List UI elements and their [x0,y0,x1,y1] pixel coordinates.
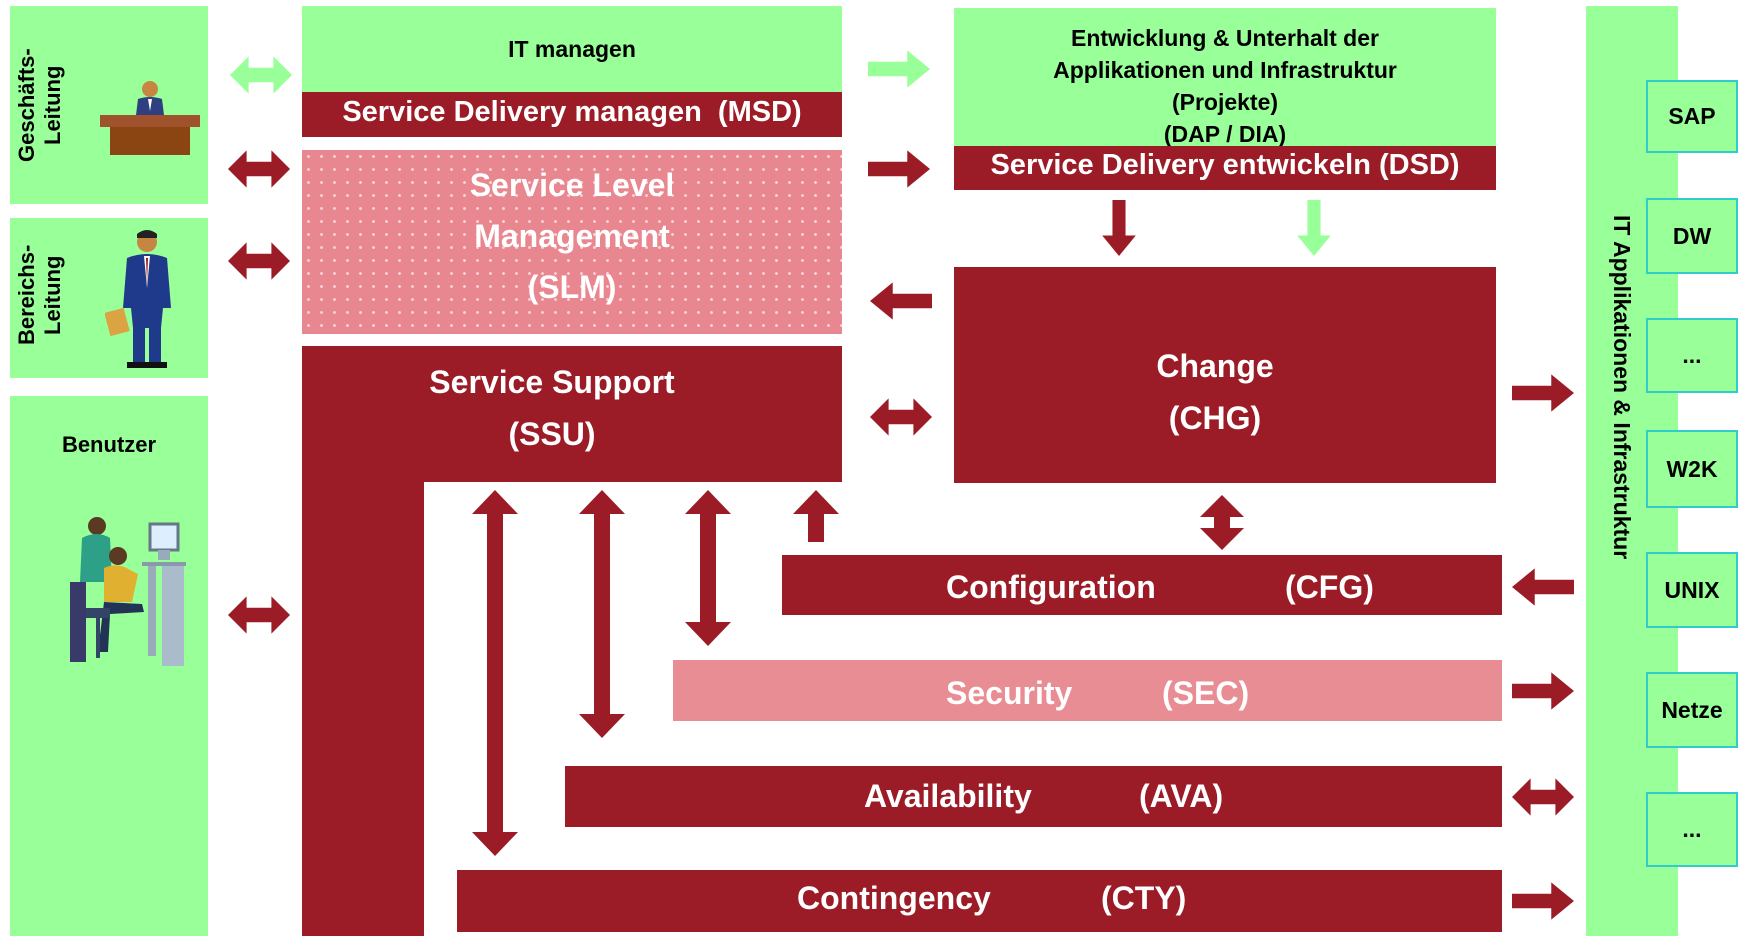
sec-name: Security [946,675,1073,711]
panel-bereichsleitung [10,218,208,378]
ssu-label: Service Support (SSU) [429,364,675,452]
msd-label: Service Delivery managen (MSD) [342,96,802,128]
arrow-chg-slm [870,282,932,320]
it-managen-label: IT managen [508,36,636,62]
sec-code: (SEC) [1162,675,1250,711]
development-label: Entwicklung & Unterhalt der Applikatione… [1053,25,1397,147]
arrow-chg-cfg [1200,495,1244,550]
msd-bar [302,92,842,137]
arrow-itmanagen-dev [868,50,930,88]
ava-code: (AVA) [1139,778,1224,814]
ssu-box-top [302,346,842,482]
cty-bar [457,870,1502,932]
ava-bar [565,766,1502,827]
chg-box [954,267,1496,483]
arrow-ssu-cty [472,490,518,856]
arrow-gl-itmanagen [230,56,292,94]
arrow-benutzer-ssu [228,596,290,634]
cfg-code: (CFG) [1285,569,1374,605]
right-panel-title: IT Applikationen & Infrastruktur [1609,215,1635,560]
dsd-label: Service Delivery entwickeln (DSD) [990,149,1460,181]
arrow-ssu-sec [685,490,731,646]
cfg-bar [782,555,1502,615]
dsd-bar [954,146,1496,190]
development-panel [954,8,1496,146]
arrow-ssu-chg [870,398,932,436]
arrow-chg-right [1512,374,1574,412]
arrow-ssu-ava [579,490,625,738]
businessman-icon [105,230,171,368]
users-computer-icon [70,517,186,666]
arrow-cfg-ssu [793,490,839,542]
system-netze: Netze [1646,672,1738,748]
arrow-gl-slm [228,150,290,188]
arrow-bl-slm [228,242,290,280]
cty-name: Contingency [797,880,991,916]
manager-desk-icon [100,81,200,155]
arrow-right-cfg [1512,568,1574,606]
ava-name: Availability [864,778,1032,814]
system-sap: SAP [1646,80,1738,153]
system-unix: UNIX [1646,552,1738,628]
cfg-name: Configuration [946,569,1156,605]
arrow-dsd-chg-green [1297,200,1331,256]
arrow-slm-dsd [868,150,930,188]
chg-label: Change (CHG) [1156,348,1274,436]
benutzer-label: Benutzer [61,432,157,457]
it-managen-panel [302,6,842,98]
system-dw: DW [1646,198,1738,274]
arrow-dsd-chg-dark [1102,200,1136,256]
arrow-sec-right [1512,672,1574,710]
slm-label: Service Level Management (SLM) [469,167,675,305]
slm-box [302,150,842,334]
panel-geschaeftsleitung [10,6,208,204]
arrow-ava-right [1512,778,1574,816]
arrow-cty-right [1512,882,1574,920]
system-more-1: ... [1646,318,1738,393]
ssu-box-leg [302,482,424,936]
system-w2k: W2K [1646,430,1738,508]
cty-code: (CTY) [1101,880,1187,916]
sec-bar [673,660,1502,721]
system-more-2: ... [1646,792,1738,867]
